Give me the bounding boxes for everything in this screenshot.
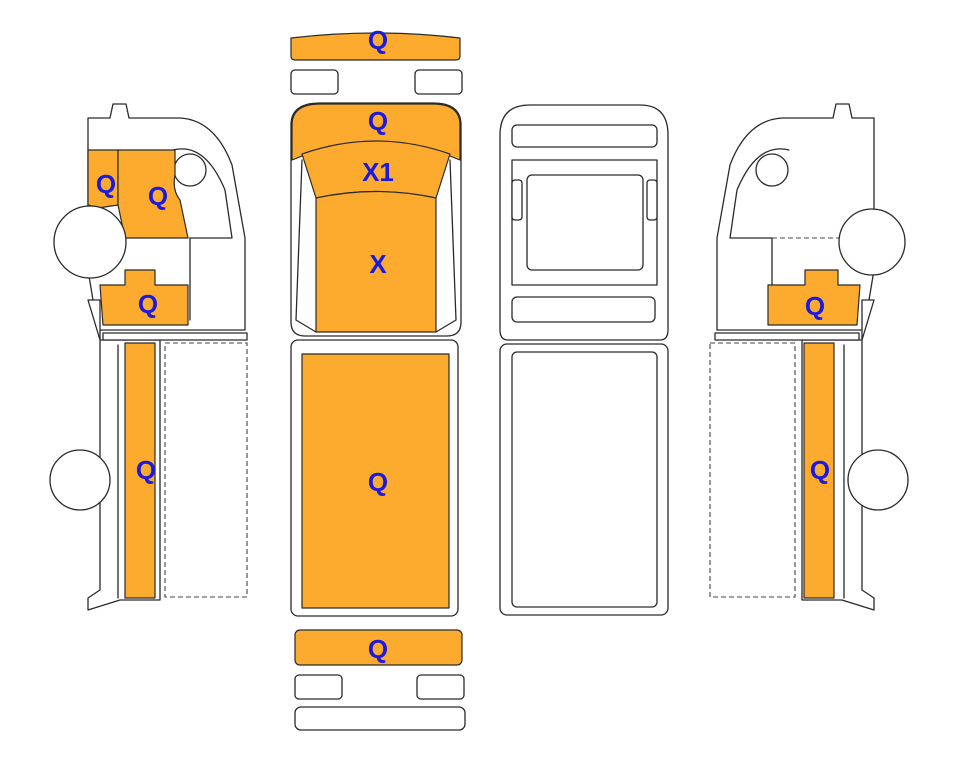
- underside-left-slot: [511, 179, 523, 221]
- left-cargo-dashed: [164, 342, 248, 598]
- left-cab-window-line: [172, 148, 233, 239]
- zone-right-body-side[interactable]: [803, 342, 835, 599]
- rear-step: [294, 706, 466, 731]
- zone-roof[interactable]: [315, 190, 437, 333]
- left-taillight: [294, 674, 343, 700]
- label-hood: Q: [368, 106, 388, 136]
- left-mirror: [173, 153, 207, 187]
- zone-left-cab-door[interactable]: [117, 149, 189, 239]
- underside-cargo-inner: [511, 351, 658, 608]
- underside-view: [499, 104, 669, 616]
- zone-right-cab-lower[interactable]: [767, 269, 861, 326]
- label-left-cab-lower: Q: [138, 289, 158, 319]
- left-body-rail: [102, 332, 248, 341]
- left-rear-wheel: [49, 449, 111, 511]
- label-left-cab-door: Q: [148, 181, 168, 211]
- right-taillight: [416, 674, 465, 700]
- left-side-view: Q Q Q Q: [49, 103, 248, 611]
- label-right-body-side: Q: [810, 455, 830, 485]
- label-rear-bumper: Q: [368, 634, 388, 664]
- right-front-wheel: [838, 208, 906, 276]
- label-left-body-side: Q: [136, 455, 156, 485]
- right-mirror: [755, 153, 789, 187]
- right-cab-window-line: [729, 148, 790, 239]
- label-left-cab-front: Q: [96, 169, 116, 199]
- cab-right-side-line: [435, 159, 457, 333]
- underside-center-panel: [526, 174, 644, 271]
- label-top-bumper: Q: [368, 25, 388, 55]
- right-cargo-dashed: [709, 342, 796, 598]
- label-right-cab-lower: Q: [805, 291, 825, 321]
- zone-left-body-side[interactable]: [124, 342, 156, 599]
- left-front-wheel: [53, 205, 127, 279]
- label-roof: X: [369, 249, 387, 279]
- underside-lower-panel: [511, 296, 656, 323]
- zone-top-bumper[interactable]: [290, 32, 461, 61]
- right-side-view: Q Q: [709, 103, 909, 611]
- right-body-rail: [714, 332, 860, 341]
- zone-left-cab-lower[interactable]: [99, 269, 189, 326]
- zone-left-cab-front[interactable]: [87, 149, 119, 209]
- underside-right-slot: [646, 179, 658, 221]
- underside-top-panel: [511, 124, 658, 148]
- top-view: Q Q X1 X Q Q: [290, 25, 466, 731]
- zone-rear-bumper[interactable]: [294, 629, 463, 666]
- left-headlight: [290, 69, 339, 95]
- label-cargo-roof: Q: [368, 467, 388, 497]
- cab-left-side-line: [295, 159, 317, 333]
- label-windshield: X1: [362, 157, 394, 187]
- right-rear-wheel: [847, 449, 909, 511]
- zone-cargo-roof[interactable]: [301, 353, 450, 609]
- right-headlight: [414, 69, 463, 95]
